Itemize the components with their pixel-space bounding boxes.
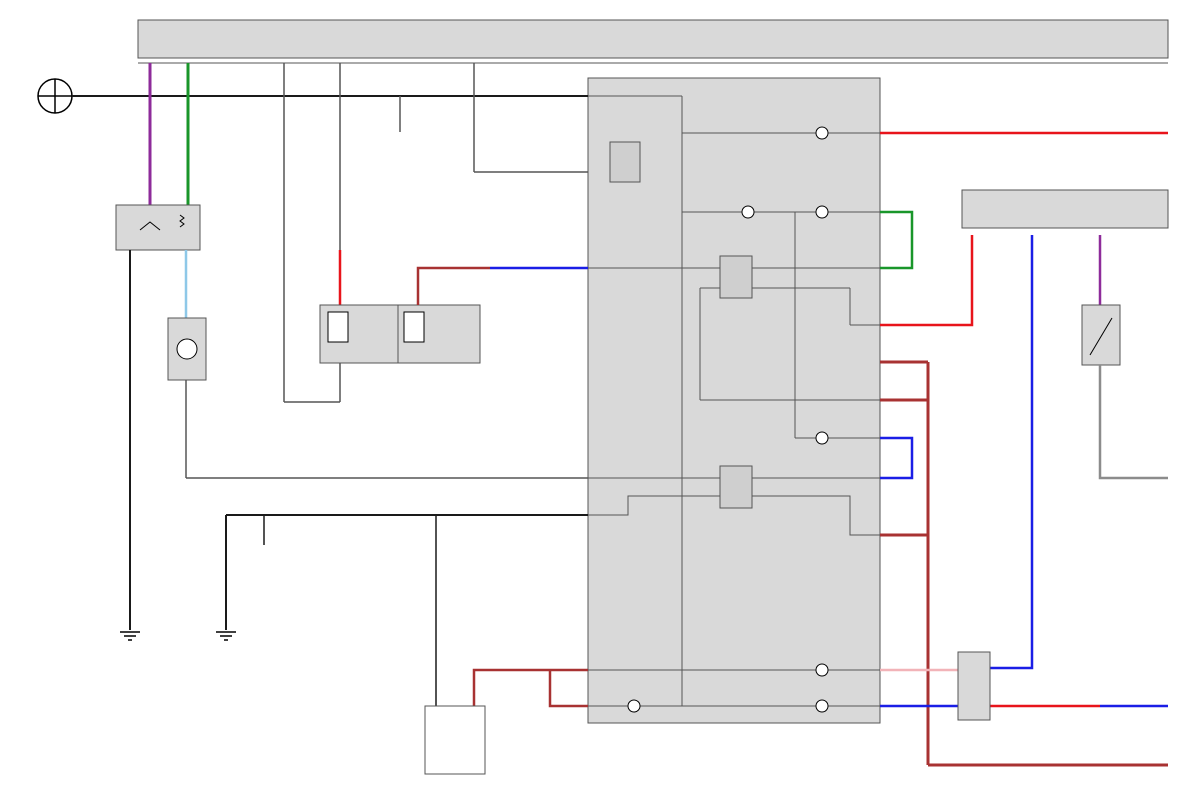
lower-component-box	[424, 705, 486, 775]
wire-dark-red-clutch	[416, 266, 490, 305]
relay-inner-c	[719, 465, 753, 509]
fuse-icon	[815, 126, 829, 140]
fuse-icon	[815, 663, 829, 677]
wire-blue-loop	[880, 436, 914, 480]
wire-green-loop	[880, 210, 914, 270]
relay-inner-b	[719, 255, 753, 299]
motor-icon	[176, 338, 198, 360]
fuse-icon	[627, 699, 641, 713]
battery-icon	[37, 78, 73, 114]
fuse-icon	[741, 205, 755, 219]
ground-icon	[120, 631, 140, 641]
wire-blue-vertical	[990, 235, 1034, 670]
ground-icon	[216, 631, 236, 641]
top-control-unit-bar	[137, 19, 1169, 59]
wire-red-sensor	[880, 235, 974, 327]
relay-inner-a	[609, 141, 641, 183]
right-module-bar	[961, 189, 1169, 229]
power-relay	[115, 204, 201, 251]
fuse-icon	[815, 431, 829, 445]
temperature-sensor	[1081, 304, 1121, 366]
fuse-icon	[815, 205, 829, 219]
wire-gray-sensor	[1098, 365, 1168, 480]
fuse-icon	[815, 699, 829, 713]
wire-dark-red-lower	[472, 668, 588, 706]
relay-bottom-right	[957, 651, 991, 721]
